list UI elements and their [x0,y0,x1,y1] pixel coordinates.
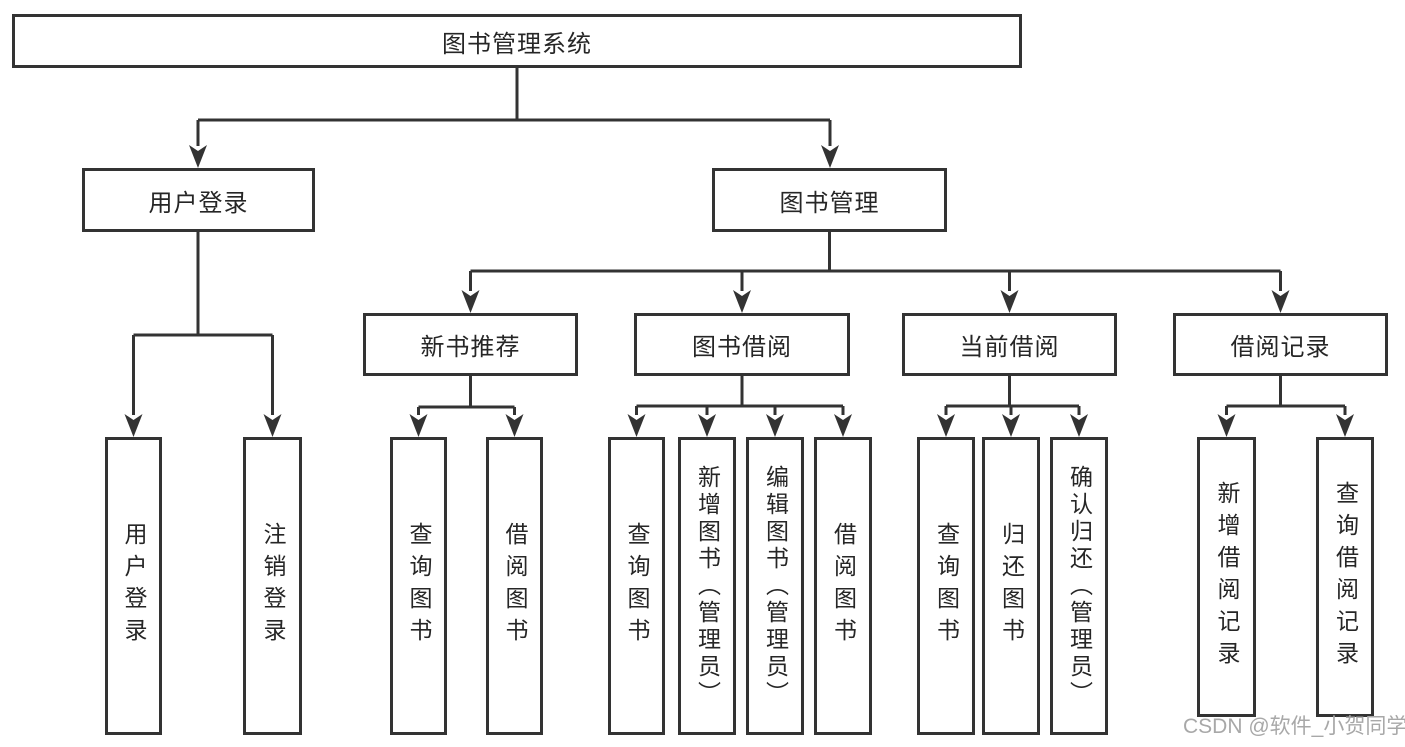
leaf-borrow-books-recommend: 借阅图书 [486,437,543,735]
leaf-return-books: 归还图书 [982,437,1040,735]
leaf-borrow-books: 借阅图书 [814,437,872,735]
leaf-label: 新增图书（管理员） [694,464,721,708]
leaf-label: 借阅图书 [502,522,528,650]
node-user-login-branch: 用户登录 [82,168,315,232]
node-current-borrowing: 当前借阅 [902,313,1117,376]
leaf-add-borrow-record: 新增借阅记录 [1197,437,1256,717]
leaf-label: 编辑图书（管理员） [762,464,789,708]
node-root-library-system: 图书管理系统 [12,14,1022,68]
leaf-logout: 注销登录 [243,437,302,735]
leaf-confirm-return-admin: 确认归还（管理员） [1050,437,1108,735]
leaf-query-books-current: 查询图书 [917,437,975,735]
leaf-label: 查询图书 [624,522,650,650]
csdn-watermark: CSDN @软件_小贺同学 [1183,715,1405,738]
leaf-user-login: 用户登录 [105,437,162,735]
leaf-edit-books-admin: 编辑图书（管理员） [746,437,804,735]
leaf-add-books-admin: 新增图书（管理员） [678,437,736,735]
node-book-management-branch: 图书管理 [712,168,947,232]
leaf-label: 查询借阅记录 [1332,481,1359,673]
leaf-label: 查询图书 [406,522,432,650]
leaf-label: 归还图书 [998,522,1025,650]
leaf-label: 借阅图书 [830,522,857,650]
leaf-query-books-borrowing: 查询图书 [608,437,665,735]
node-new-book-recommendation: 新书推荐 [363,313,578,376]
leaf-label: 用户登录 [121,522,147,650]
node-book-borrowing: 图书借阅 [634,313,850,376]
leaf-query-books-recommend: 查询图书 [390,437,447,735]
leaf-label: 新增借阅记录 [1214,481,1240,673]
node-borrowing-records: 借阅记录 [1173,313,1388,376]
leaf-label: 注销登录 [260,522,286,650]
leaf-query-borrow-record: 查询借阅记录 [1316,437,1374,717]
leaf-label: 确认归还（管理员） [1066,464,1093,708]
leaf-label: 查询图书 [933,522,960,650]
